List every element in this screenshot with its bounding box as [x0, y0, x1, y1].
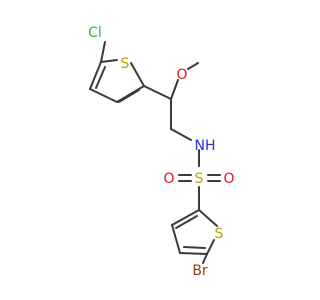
atom-sulfur-top: S — [121, 56, 130, 72]
bond-c3-c4 — [89, 88, 118, 103]
bond-s-c2b — [198, 209, 218, 227]
sulfonyl-group — [178, 174, 221, 211]
bond-ring-ch — [143, 85, 172, 100]
atom-bromine: Br — [192, 263, 208, 279]
bond-c3b-c4b — [171, 224, 181, 254]
bond-c2-c3b-double — [175, 215, 198, 229]
atom-sulfur-sulfonyl: S — [195, 171, 204, 187]
bond-c2-c3-double — [118, 89, 140, 103]
atom-oxygen-methoxy: O — [176, 67, 187, 83]
bond-ch2-n — [170, 128, 192, 141]
bond-s1-c2 — [130, 62, 145, 87]
bond-c4-c5 — [89, 61, 102, 90]
atom-nitrogen: NH — [195, 138, 216, 154]
bond-ch-o — [170, 79, 179, 100]
bond-o-methyl — [187, 62, 199, 70]
bond-c4-c5-double — [95, 66, 106, 89]
bond-c5b-s — [206, 239, 215, 255]
bond-c5b-br — [202, 253, 208, 264]
bond-c4b-c5b-double — [183, 246, 206, 249]
atom-oxygen-left: O — [163, 171, 174, 187]
top-thiophene-ring — [89, 41, 145, 103]
molecule-structure: Cl S O NH S O O S Br — [88, 25, 234, 279]
bond-c4b-c5b — [179, 252, 208, 255]
bond-c2-c3b — [171, 209, 200, 226]
atom-chlorine: Cl — [88, 25, 102, 41]
bond-c5-s1 — [100, 59, 118, 63]
methoxyethyl-chain — [143, 62, 200, 167]
atom-oxygen-right: O — [223, 171, 234, 187]
atom-sulfur-bottom: S — [215, 226, 224, 242]
bond-cl-c5 — [100, 41, 106, 63]
bottom-thiophene-ring — [171, 209, 218, 264]
